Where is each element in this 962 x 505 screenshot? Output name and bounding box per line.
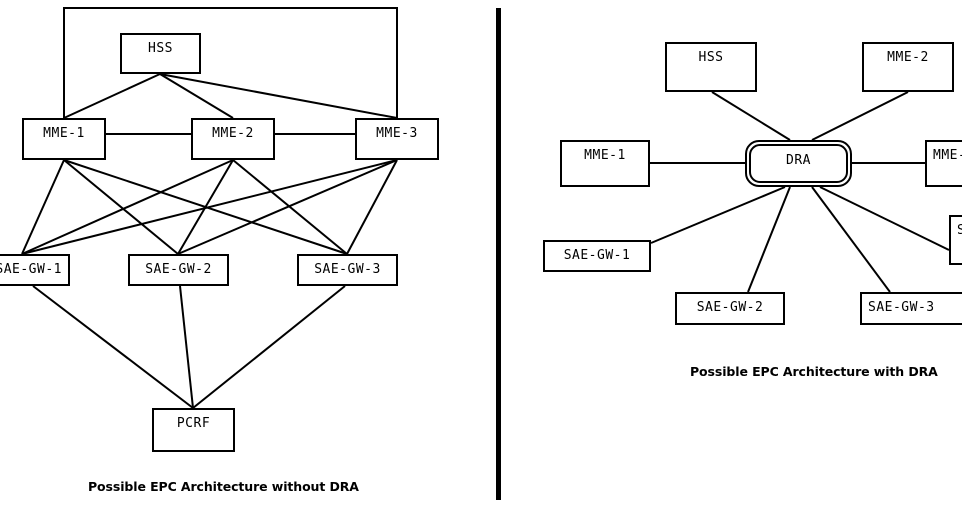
node-right-extra[interactable]: SAE-GW-4 — [949, 215, 962, 265]
node-right-saegw3[interactable]: SAE-GW-3 — [860, 292, 962, 325]
node-label: MME-3 — [376, 126, 418, 141]
node-left-saegw3[interactable]: SAE-GW-3 — [297, 254, 398, 286]
edge-left-mme1-saegw2 — [63, 159, 179, 255]
node-label: MME-1 — [43, 126, 85, 141]
node-right-mme1[interactable]: MME-1 — [560, 140, 650, 187]
node-left-saegw1[interactable]: SAE-GW-1 — [0, 254, 70, 286]
edge-left-hss-mme1 — [63, 73, 161, 119]
node-label: SAE-GW-2 — [696, 300, 764, 315]
node-label: MME-2 — [212, 126, 254, 141]
node-right-saegw2[interactable]: SAE-GW-2 — [675, 292, 785, 325]
node-left-mme1[interactable]: MME-1 — [22, 118, 106, 160]
edge-right-saegw2-dra — [747, 186, 791, 293]
edge-right-saegw1-dra — [650, 186, 786, 244]
node-label: SAE-GW-2 — [145, 262, 212, 277]
edge-left-mme3-saegw2 — [177, 159, 398, 255]
node-right-hss[interactable]: HSS — [665, 42, 757, 92]
dra-node-label: DRA — [786, 153, 811, 168]
node-left-hss[interactable]: HSS — [120, 33, 201, 74]
node-label: SAE-GW-1 — [0, 262, 62, 277]
node-label: PCRF — [176, 416, 211, 431]
node-label: MME-2 — [887, 50, 929, 65]
edge-left-mme3-saegw3 — [346, 159, 398, 255]
vertical-separator-bar — [496, 8, 501, 500]
dra-inner-border — [749, 144, 848, 183]
node-label: MME-1 — [584, 148, 626, 163]
node-label: MME-3 — [933, 148, 962, 163]
node-label: SAE-GW-4 — [957, 223, 962, 238]
edge-right-saegw3-dra — [811, 186, 891, 293]
node-right-mme3[interactable]: MME-3 — [925, 140, 962, 187]
edge-left-saegw3-pcrf — [192, 285, 346, 409]
edge-left-mme2-saegw1 — [21, 159, 234, 255]
edge-left-mme1-saegw1 — [21, 159, 65, 255]
node-label: SAE-GW-3 — [314, 262, 381, 277]
node-right-mme2[interactable]: MME-2 — [862, 42, 954, 92]
node-right-saegw1[interactable]: SAE-GW-1 — [543, 240, 651, 272]
dra-hub-node[interactable]: DRA — [745, 140, 852, 187]
edge-right-extra-dra — [819, 186, 950, 251]
left-diagram-caption: Possible EPC Architecture without DRA — [88, 479, 359, 494]
edge-right-hss-dra — [711, 91, 791, 141]
node-left-saegw2[interactable]: SAE-GW-2 — [128, 254, 229, 286]
node-label: HSS — [698, 50, 724, 65]
edge-left-hss-mme2 — [159, 73, 234, 119]
edge-left-mme1-mme3 — [63, 7, 398, 118]
right-diagram-caption: Possible EPC Architecture with DRA — [690, 364, 938, 379]
node-label: HSS — [148, 41, 173, 56]
edge-right-mme2-dra — [811, 91, 909, 141]
node-label: SAE-GW-3 — [868, 300, 935, 315]
node-left-mme2[interactable]: MME-2 — [191, 118, 275, 160]
edge-left-hss-mme3 — [159, 73, 398, 119]
node-left-mme3[interactable]: MME-3 — [355, 118, 439, 160]
node-left-pcrf[interactable]: PCRF — [152, 408, 235, 452]
node-label: SAE-GW-1 — [563, 248, 631, 263]
edge-left-saegw2-pcrf — [179, 285, 194, 409]
edge-left-saegw1-pcrf — [32, 285, 194, 409]
edge-left-mme3-saegw1 — [21, 159, 398, 255]
